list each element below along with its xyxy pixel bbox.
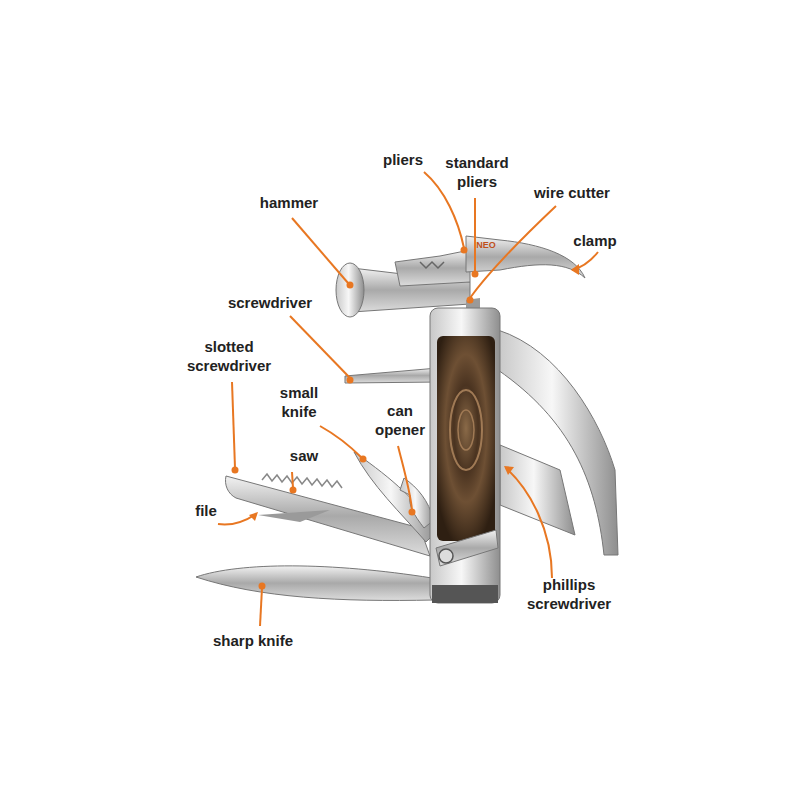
part-label: clamp [566, 231, 624, 250]
part-label: saw [284, 446, 324, 465]
part-label: slotted screwdriver [170, 337, 288, 375]
brand-mark: NEO [474, 240, 498, 250]
part-label: standard pliers [434, 153, 520, 191]
part-label: sharp knife [200, 631, 306, 650]
part-label: wire cutter [522, 183, 622, 202]
part-label: small knife [266, 383, 332, 421]
part-label: file [188, 501, 224, 520]
part-label: screwdriver [214, 293, 326, 312]
part-label: can opener [366, 401, 434, 439]
leader-lines [218, 172, 598, 626]
part-label: pliers [376, 150, 430, 169]
part-label: hammer [248, 193, 330, 212]
part-label: phillips screwdriver [510, 575, 628, 613]
